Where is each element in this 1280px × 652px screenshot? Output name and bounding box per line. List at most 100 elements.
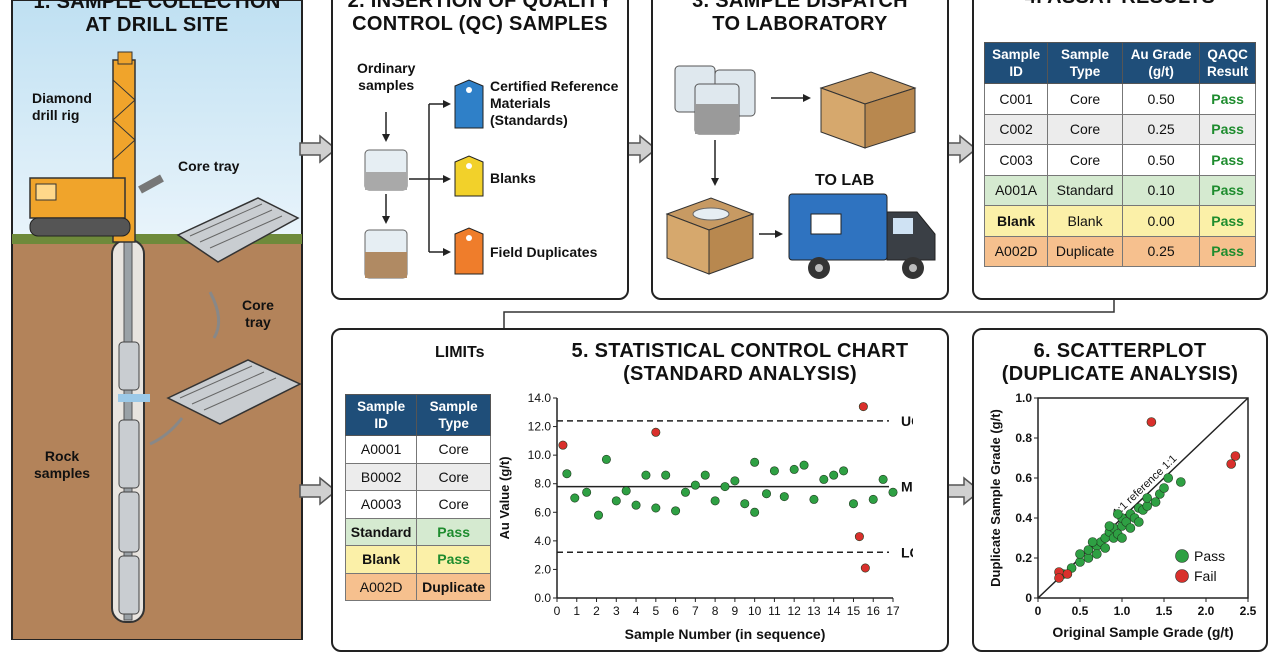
qaqc-result-cell: Pass [1199,113,1256,145]
sample-type-cell: Pass [416,545,491,574]
data-point [1113,509,1123,519]
sample-id-cell: C003 [983,144,1049,176]
y-tick-label: 1.0 [1015,391,1032,405]
data-point [1083,545,1094,555]
data-point [1146,417,1157,427]
sample-type-cell: Core [416,490,491,519]
qaqc-result-cell: Pass [1199,174,1256,206]
panel-3-title: 3. SAMPLE DISPATCH TO LABORATORY [653,0,947,36]
data-point [1142,501,1152,511]
data-point [1075,557,1085,567]
data-point [779,492,789,502]
x-tick-label: 2 [593,604,600,618]
panel-control-chart: LIMITs 5. STATISTICAL CONTROL CHART (STA… [331,328,949,652]
data-point [829,470,839,480]
panel-5-title-line1: 5. STATISTICAL CONTROL CHART [571,340,909,362]
x-tick-label: 3 [613,604,620,618]
x-tick-label: 1 [573,604,580,618]
core-tray-label: Core tray [178,158,240,174]
data-point [819,474,829,484]
data-point [661,470,671,480]
data-point [651,427,661,437]
data-point [769,466,779,476]
x-tick-label: 10 [748,604,762,618]
y-tick-label: 4.0 [534,534,551,548]
limits-label: LIMITs [435,344,485,361]
panel-assay-results: 4. ASSAY RESULTS Sample ID Sample Type A… [972,0,1268,300]
x-tick-label: 14 [827,604,841,618]
data-point [878,474,888,484]
x-tick-label: 16 [867,604,881,618]
panel-2-title-line2: CONTROL (QC) SAMPLES [352,13,608,35]
y-tick-label: 0.6 [1015,471,1032,485]
assay-header-row: Sample ID Sample Type Au Grade (g/t) QAQ… [983,42,1256,84]
x-tick-label: 9 [732,604,739,618]
crm-tag-icon [454,79,484,129]
data-point [710,496,720,506]
data-point [789,464,799,474]
data-point [1092,549,1102,559]
control-line-label: Mean [901,479,913,495]
panel-6-title: 6. SCATTERPLOT (DUPLICATE ANALYSIS) [974,340,1266,386]
flow-arrow-icon [299,134,338,164]
data-point [762,489,772,499]
x-tick-label: 2.0 [1198,604,1215,618]
au-grade-cell: 0.50 [1121,144,1201,176]
core-sample-icon [118,491,140,553]
sample-type-cell: Core [1047,144,1123,176]
col-sample-type: Sample Type [1047,42,1123,84]
sample-id-cell: A001A [983,174,1049,206]
crm-label: Certified Reference Materials (Standards… [490,78,619,128]
data-point [1075,549,1085,559]
y-axis-label: Au Value (g/t) [497,456,512,539]
ordinary-samples-label: Ordinary samples [357,60,416,93]
y-tick-label: 8.0 [534,477,551,491]
data-point [839,466,849,476]
y-axis-label: Duplicate Sample Grade (g/t) [988,409,1003,587]
sample-id-cell: C002 [983,113,1049,145]
data-point [690,480,700,490]
data-point [740,499,750,509]
sample-id-cell: A002D [983,235,1049,267]
x-tick-label: 0 [554,604,561,618]
qc-insertion-illustration [364,79,484,279]
data-point [1125,523,1136,533]
data-point [1104,521,1115,531]
field-duplicates-label: Field Duplicates [490,244,598,260]
drill-rig-icon [29,51,164,243]
panel-dispatch: 3. SAMPLE DISPATCH TO LABORATORY [651,0,949,300]
panel-1-title-line2: AT DRILL SITE [85,14,229,36]
panel-5-title-line2: (STANDARD ANALYSIS) [623,363,857,385]
data-point [730,476,740,486]
sample-id-cell: Standard [344,517,418,546]
limits-header-row: Sample ID Sample Type [344,394,491,436]
flow-arrow-icon [299,476,338,506]
panel-6-title-line2: (DUPLICATE ANALYSIS) [1001,363,1239,385]
data-point [1134,517,1144,527]
col-sample-id: Sample ID [983,42,1049,84]
core-tray-label-2: Core tray [242,297,274,330]
sample-id-cell: Blank [983,205,1049,237]
control-line-label: UCL [901,413,913,429]
au-grade-cell: 0.10 [1121,174,1201,206]
sample-id-cell: B0002 [344,462,418,491]
panel-5-title: 5. STATISTICAL CONTROL CHART (STANDARD A… [543,340,937,386]
data-point [1230,451,1241,461]
y-tick-label: 0 [1025,591,1032,605]
sample-id-cell: A0001 [344,435,418,464]
x-tick-label: 5 [652,604,659,618]
data-point [582,487,592,497]
legend-label: Fail [1194,568,1217,584]
core-sample-icon [118,555,140,615]
duplicate-tag-icon [454,227,484,275]
data-point [700,470,710,480]
qaqc-result-cell: Pass [1199,235,1256,267]
data-point [750,507,760,517]
x-tick-label: 1.0 [1114,604,1131,618]
drill-rig-label: Diamond drill rig [32,90,92,123]
